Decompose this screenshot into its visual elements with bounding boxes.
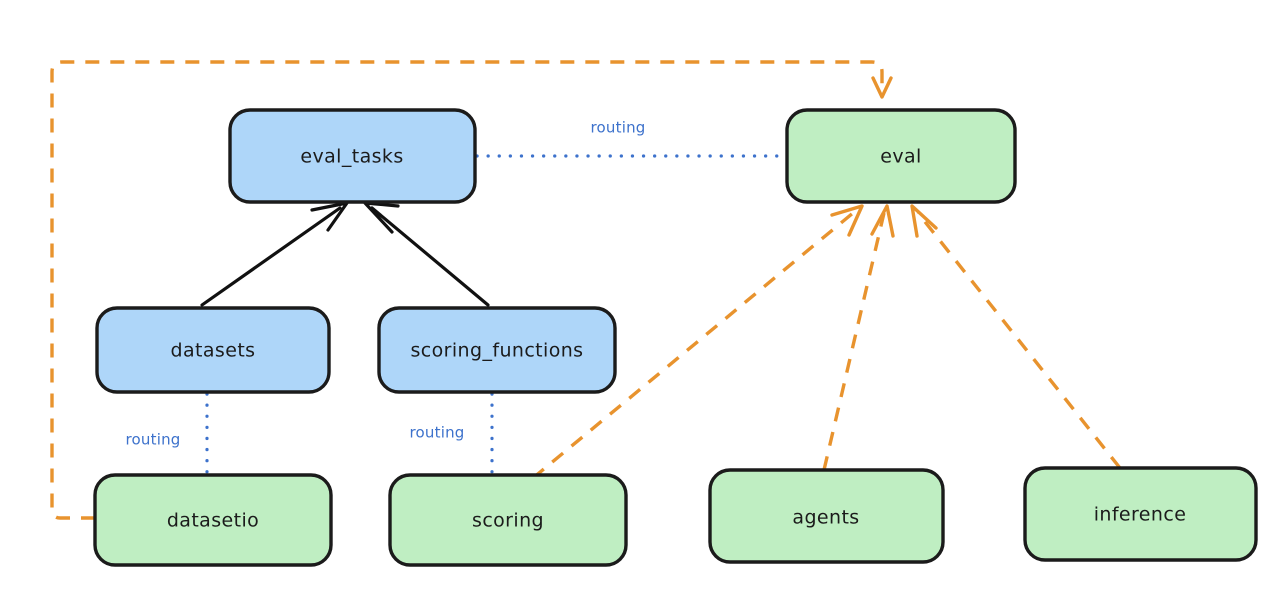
edge-eval_tasks-eval: routing <box>475 119 787 158</box>
node-scoring_functions[interactable]: scoring_functions <box>377 306 617 394</box>
node-inference-shape[interactable] <box>1023 466 1258 562</box>
node-eval[interactable]: eval <box>785 108 1017 204</box>
edge-scoring_functions-eval_tasks <box>363 201 490 307</box>
node-scoring-label: scoring <box>472 510 544 532</box>
node-agents[interactable]: agents <box>708 468 945 564</box>
edge-inference-eval <box>910 204 1122 470</box>
node-scoring-shape[interactable] <box>388 473 628 567</box>
edge-label-routing-eval: routing <box>591 119 646 137</box>
edge-datasetio-eval <box>50 60 893 520</box>
node-agents-label: agents <box>792 507 859 529</box>
node-datasets-label: datasets <box>171 340 256 362</box>
node-eval-shape[interactable] <box>785 108 1017 204</box>
node-datasetio-shape[interactable] <box>93 473 333 567</box>
node-agents-shape[interactable] <box>708 468 945 564</box>
node-datasets-shape[interactable] <box>95 306 331 394</box>
node-scoring_functions-shape[interactable] <box>377 306 617 394</box>
node-eval_tasks-shape[interactable] <box>228 108 477 204</box>
edge-scoring_functions-scoring: routing <box>410 392 494 475</box>
edge-datasets-datasetio: routing <box>126 392 209 475</box>
node-datasetio-label: datasetio <box>167 510 259 532</box>
edge-label-routing-datasetio: routing <box>126 431 181 449</box>
node-eval-label: eval <box>880 146 921 168</box>
node-eval_tasks[interactable]: eval_tasks <box>228 108 477 204</box>
edge-agents-eval <box>822 204 895 471</box>
edge-datasets-eval_tasks <box>200 201 349 307</box>
edge-scoring-eval <box>531 204 864 480</box>
node-inference[interactable]: inference <box>1023 466 1258 562</box>
node-scoring_functions-label: scoring_functions <box>411 340 584 362</box>
node-scoring[interactable]: scoring <box>388 473 628 567</box>
node-datasetio[interactable]: datasetio <box>93 473 333 567</box>
node-eval_tasks-label: eval_tasks <box>300 146 403 168</box>
node-inference-label: inference <box>1094 504 1187 526</box>
edge-label-routing-scoring: routing <box>410 424 465 442</box>
node-datasets[interactable]: datasets <box>95 306 331 394</box>
